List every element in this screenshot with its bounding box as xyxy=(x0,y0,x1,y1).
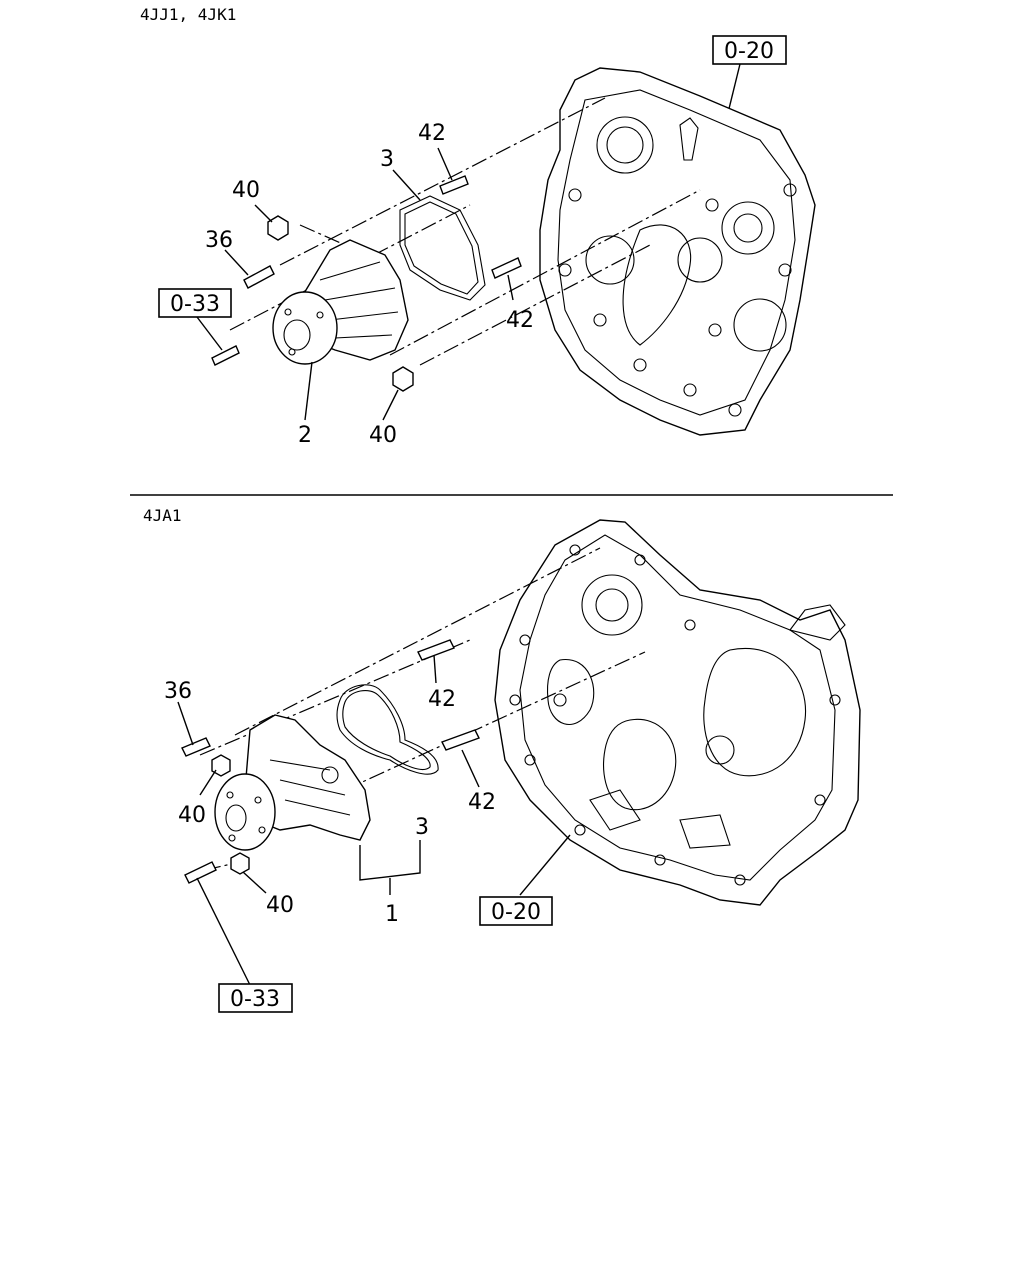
centerline xyxy=(234,547,601,736)
upper-title: 4JJ1, 4JK1 xyxy=(140,5,236,24)
stud xyxy=(184,861,217,884)
stud xyxy=(441,729,480,751)
gasket-inner xyxy=(342,689,431,771)
gear-case-housing xyxy=(539,67,816,436)
callout-40-top: 40 xyxy=(232,178,260,203)
leader-line xyxy=(199,769,217,796)
upper-ref-housing[interactable]: 0-20 xyxy=(712,35,787,65)
leader-line xyxy=(382,389,399,421)
callout-42-bottom: 42 xyxy=(506,308,534,333)
nut xyxy=(211,754,231,777)
leader-line xyxy=(242,871,267,894)
leader-line xyxy=(177,701,194,746)
callout-3: 3 xyxy=(415,815,429,840)
gasket xyxy=(336,684,439,775)
nut xyxy=(230,852,250,875)
centerline xyxy=(344,651,646,791)
upper-ref-stud-label: 0-33 xyxy=(170,292,220,317)
centerline xyxy=(299,224,346,246)
lower-ref-stud[interactable]: 0-33 xyxy=(218,983,293,1013)
nut xyxy=(392,366,414,392)
gasket-inner xyxy=(404,201,479,295)
callout-42-top: 42 xyxy=(418,121,446,146)
leader-line xyxy=(196,877,251,986)
nut xyxy=(267,215,289,241)
leader-line xyxy=(461,749,480,788)
centerline xyxy=(419,244,651,366)
upper-ref-stud[interactable]: 0-33 xyxy=(158,288,232,318)
lower-ref-housing-label: 0-20 xyxy=(491,900,541,925)
centerline xyxy=(389,189,701,356)
bolt xyxy=(181,737,211,757)
callout-36: 36 xyxy=(164,679,192,704)
callout-40-left: 40 xyxy=(178,803,206,828)
callout-40-bottom: 40 xyxy=(266,893,294,918)
leader-line xyxy=(437,147,453,181)
bolt xyxy=(243,265,275,289)
callout-40-bottom: 40 xyxy=(369,423,397,448)
callout-42-mid: 42 xyxy=(468,790,496,815)
callout-42-top: 42 xyxy=(428,687,456,712)
callout-36: 36 xyxy=(205,228,233,253)
water-pump xyxy=(272,239,409,365)
callout-1: 1 xyxy=(385,902,399,927)
callout-3: 3 xyxy=(380,147,394,172)
stud xyxy=(439,175,469,195)
leader-line xyxy=(224,249,249,276)
lower-ref-housing[interactable]: 0-20 xyxy=(479,896,553,926)
leader-line xyxy=(196,316,223,351)
gear-case-housing xyxy=(494,519,861,906)
leader-line xyxy=(254,204,273,223)
lower-title: 4JA1 xyxy=(143,506,182,525)
centerline xyxy=(279,97,606,266)
leader-line xyxy=(519,834,571,896)
leader-line xyxy=(433,654,437,684)
gasket xyxy=(399,195,486,301)
stud xyxy=(417,639,455,661)
stud xyxy=(491,257,522,279)
upper-section: 4JJ1, 4JK1 0-20 xyxy=(140,5,816,448)
upper-ref-housing-label: 0-20 xyxy=(724,39,774,64)
lower-ref-stud-label: 0-33 xyxy=(230,987,280,1012)
leader-line xyxy=(304,361,313,421)
callout-2: 2 xyxy=(298,423,312,448)
leader-line xyxy=(392,169,421,201)
lower-section: 4JA1 xyxy=(143,506,861,1013)
leader-line xyxy=(359,840,421,881)
water-pump xyxy=(214,714,371,851)
leader-line xyxy=(507,274,514,301)
stud xyxy=(211,345,240,366)
